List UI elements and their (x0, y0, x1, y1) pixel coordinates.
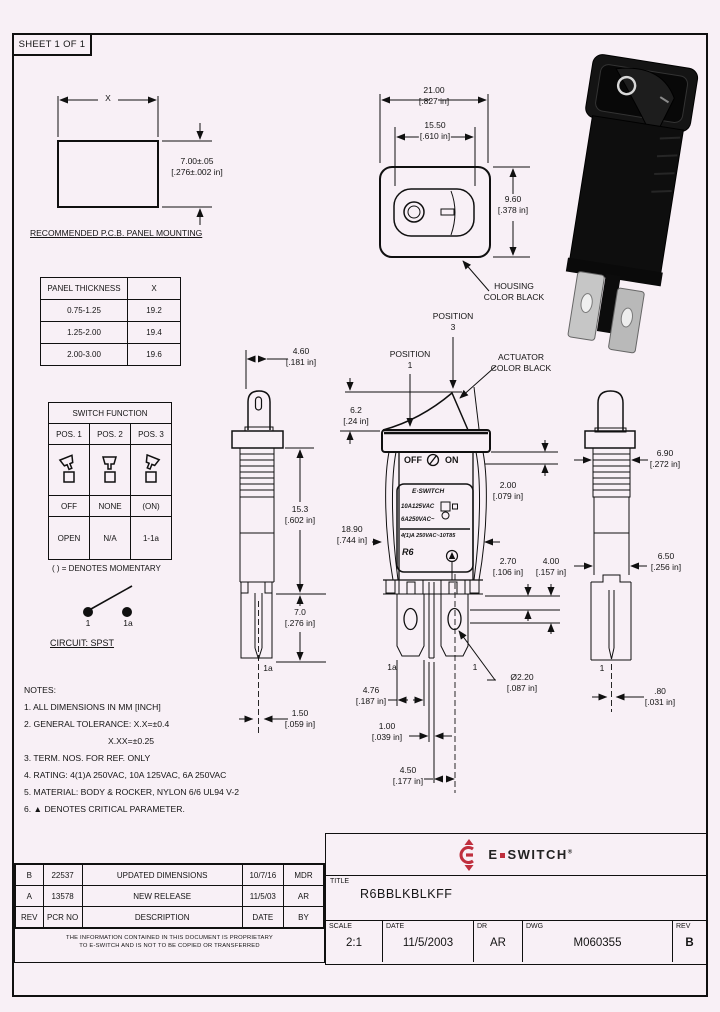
momentary-note: ( ) = DENOTES MOMENTARY (52, 564, 161, 573)
title-label: TITLE (330, 878, 350, 885)
dim-lower-body-width: 6.50[.256 in] (650, 551, 682, 572)
pcb-x-dim-label: X (105, 93, 111, 103)
sheet-number-box: SHEET 1 OF 1 (12, 33, 92, 56)
terminal-1a-label: 1a (387, 662, 397, 672)
center-view (340, 337, 560, 793)
switch-function-table: SWITCH FUNCTION POS. 1 POS. 2 POS. 3 OFF… (48, 402, 172, 560)
face-rating-3: 4(1)A 250VAC~10T85 (401, 533, 456, 539)
title-row: TITLE R6BBLKBLKFF (326, 876, 706, 921)
info-row: SCALE 2:1 DATE 11/5/2003 DR AR DWG M0603… (326, 921, 706, 962)
revision-table: B 22537 UPDATED DIMENSIONS 10/7/16 MDR A… (14, 863, 325, 963)
date-cell: DATE 11/5/2003 (383, 921, 474, 962)
revision-row: B 22537 UPDATED DIMENSIONS 10/7/16 MDR (15, 864, 325, 886)
dim-front-height: 9.60[.378 in] (496, 194, 530, 216)
revision-header-row: REV PCR NO DESCRIPTION DATE BY (15, 906, 325, 928)
side-view-right (574, 390, 648, 712)
dim-terminal-length: 7.0[.276 in] (283, 607, 317, 629)
dim-body-width: 18.90[.744 in] (336, 524, 368, 545)
rev-cell: REV B (676, 923, 694, 949)
proprietary-disclaimer: THE INFORMATION CONTAINED IN THIS DOCUME… (15, 928, 324, 969)
front-view (379, 94, 530, 292)
revision-row: A 13578 NEW RELEASE 11/5/03 AR (15, 885, 325, 907)
face-brand: E·SWITCH (412, 488, 445, 495)
sheet-border (12, 33, 708, 997)
function-table-title: SWITCH FUNCTION (48, 402, 172, 424)
rocker-pictogram-pos2 (89, 444, 131, 496)
dim-hole-diameter: Ø2.20[.087 in] (506, 672, 538, 693)
circuit-terminal-1a-label: 1a (123, 618, 133, 628)
brand-dot-icon (500, 853, 506, 858)
rocker-O-mark (616, 75, 637, 96)
cert-marks (440, 501, 458, 520)
dr-cell: DR AR (474, 921, 523, 962)
dim-rocker-width: 15.50[.610 in] (418, 120, 452, 142)
rocker-pictogram-pos1 (48, 444, 90, 496)
circuit-caption: CIRCUIT: SPST (50, 638, 115, 648)
dim-hole-center-offset: 4.00[.157 in] (535, 556, 567, 577)
dim-pin-thickness: .80[.031 in] (644, 686, 676, 707)
face-model: R6 (402, 547, 414, 557)
dim-bezel-lip: 2.00[.079 in] (492, 480, 524, 501)
pcb-height-dim: 7.00±.05[.276±.002 in] (171, 156, 223, 177)
notes-title: NOTES: (24, 685, 56, 695)
face-rating-2: 6A250VAC~ (401, 517, 435, 523)
dim-body-depth: 15.3[.602 in] (283, 504, 317, 526)
dim-actuator-height: 6.2[.24 in] (343, 405, 369, 426)
dim-front-width: 21.00[.827 in] (418, 85, 450, 106)
dim-terminal-width: 4.76[.187 in] (355, 685, 387, 706)
dim-terminal-thickness: 1.50[.059 in] (284, 708, 316, 729)
dim-terminal-pitch: 4.50[.177 in] (392, 765, 424, 786)
dim-rocker-top-width: 4.60[.181 in] (285, 346, 317, 367)
critical-parameter-mark (445, 549, 459, 580)
panel-table-header: X (127, 277, 181, 300)
face-rating-1: 10A125VAC (401, 504, 435, 510)
dim-hole-top-offset: 2.70[.106 in] (492, 556, 524, 577)
panel-table-header: PANEL THICKNESS (40, 277, 128, 300)
notes-block: NOTES: 1. ALL DIMENSIONS IN MM [INCH] 2.… (24, 682, 239, 818)
pcb-caption: RECOMMENDED P.C.B. PANEL MOUNTING (30, 228, 203, 238)
sheet-label: SHEET 1 OF 1 (18, 39, 86, 50)
rocker-pictogram-pos3 (130, 444, 172, 496)
dim-terminal-gap: 1.00[.039 in] (371, 721, 403, 742)
part-number: R6BBLKBLKFF (360, 887, 453, 901)
eswitch-logo-icon (459, 838, 475, 871)
side-view-left (231, 350, 326, 734)
dwg-cell: DWG M060355 (523, 921, 673, 962)
terminal-1a-label-side: 1a (263, 663, 273, 673)
terminal-1-label-side: 1 (599, 663, 605, 673)
off-marking: OFF (404, 455, 422, 465)
product-photo (565, 54, 699, 354)
circuit-terminal-1-label: 1 (85, 618, 91, 628)
on-marking: ON (445, 455, 459, 465)
dim-rib-width: 6.90[.272 in] (649, 448, 681, 469)
terminal-1-label: 1 (472, 662, 478, 672)
pcb-mounting-drawing (57, 96, 212, 225)
scale-cell: SCALE 2:1 (326, 921, 383, 962)
circuit-diagram (83, 585, 133, 617)
